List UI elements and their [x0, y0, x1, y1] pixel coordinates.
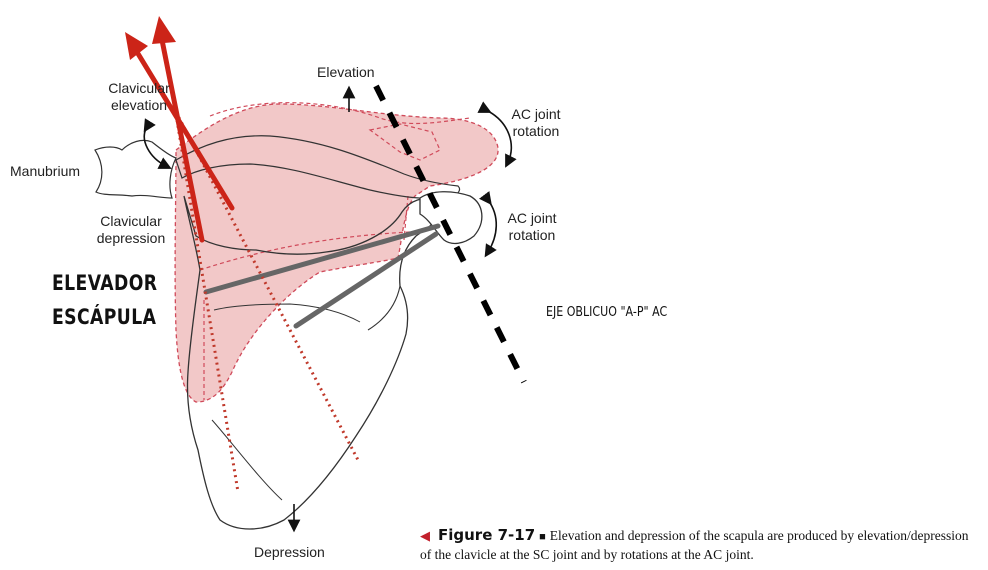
clavicular-depression-label: Clavicular depression: [96, 213, 166, 246]
manubrium-label: Manubrium: [10, 163, 81, 179]
manubrium-outline: [94, 139, 177, 199]
figure-caption: ◀ Figure 7-17■Elevation and depression of…: [420, 527, 980, 563]
muscle-label: ELEVADOR ESCÁPULA: [52, 266, 157, 334]
ac-joint-rotation-top-label: AC joint rotation: [511, 106, 561, 139]
red-arrow-left-shaft: [134, 49, 235, 211]
spine-line-upper: [203, 223, 441, 295]
elevated-clavicle-dashed: [209, 102, 471, 125]
muscle-label-line2: ESCÁPULA: [52, 305, 157, 329]
red-arrow-right-shaft: [159, 37, 205, 243]
caption-text: Elevation and depression of the scapula …: [420, 528, 969, 562]
ac-rotation-arrow-side: [479, 191, 498, 258]
clavicular-arrow: [143, 118, 172, 169]
caption-triangle-icon: ◀: [420, 528, 430, 543]
scapula-inner-contour: [211, 303, 361, 501]
elevation-label: Elevation: [317, 64, 375, 80]
red-arrow-right-head: [152, 16, 176, 44]
elevated-border-dashed: [203, 195, 409, 400]
spine-line-lower: [293, 231, 439, 329]
ac-rotation-arrow-top: [477, 101, 517, 168]
caption-separator: ■: [539, 531, 546, 543]
depression-label: Depression: [254, 544, 325, 560]
red-arrow-left-head: [125, 32, 148, 60]
ac-joint-rotation-side-label: AC joint rotation: [507, 210, 557, 243]
oblique-axis-line: [373, 84, 527, 384]
figure-number: Figure 7-17: [438, 526, 536, 544]
elevated-acromion-dashed: [368, 123, 441, 161]
muscle-label-line1: ELEVADOR: [52, 271, 158, 295]
axis-label: EJE OBLICUO "A-P" AC: [546, 305, 668, 320]
elevated-spine-dashed: [199, 231, 411, 271]
clavicular-elevation-label: Clavicular elevation: [108, 80, 170, 113]
scapula-outline: [183, 195, 439, 530]
scapula-glenoid: [367, 285, 401, 331]
dotted-line-vertebral: [174, 113, 240, 493]
